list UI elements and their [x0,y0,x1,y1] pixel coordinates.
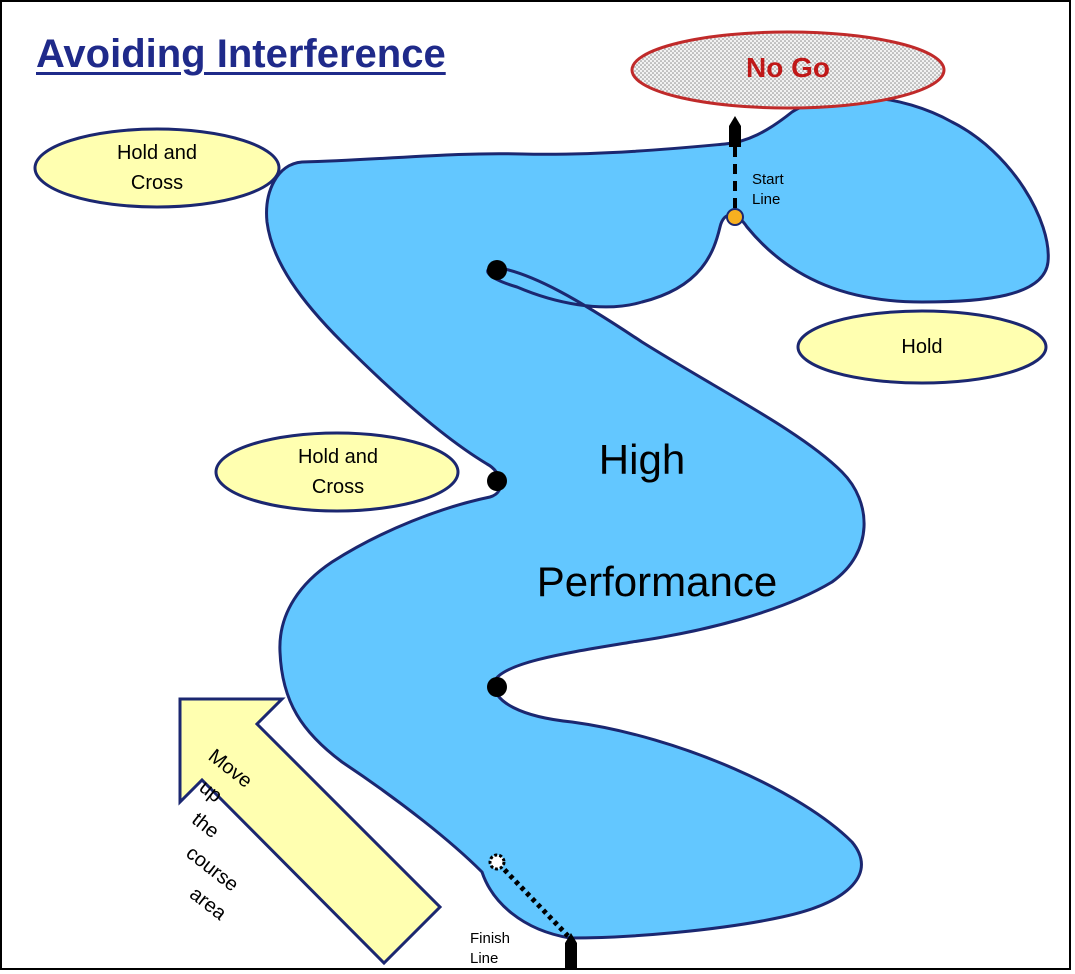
start-line-label: Start Line [752,170,784,210]
finish-boat-icon [565,933,577,968]
hold-and-cross-mid-line-2: Cross [311,476,365,498]
hold-zone [796,309,1048,385]
start-boat-icon [729,116,741,147]
course-mark-1 [487,260,507,280]
start-line-text-2: Line [752,191,781,208]
slide-title: Avoiding Interference [36,32,446,76]
hold-and-cross-top-line-1: Hold and [116,142,198,164]
finish-line-text-1: Finish [470,930,511,947]
hold-and-cross-mid-label: Hold and Cross [268,442,408,502]
no-go-zone [630,30,946,110]
performance-label: Performance [536,558,778,605]
course-mark-2 [487,471,507,491]
start-pin-mark [726,208,744,226]
hold-and-cross-zone-top [33,127,281,209]
move-up-arrow [178,697,443,966]
course-water-area [265,95,1050,940]
finish-pin-mark [488,853,506,871]
start-line-text-1: Start [752,171,784,188]
high-label: High [598,436,686,483]
course-mark-3 [487,677,507,697]
finish-line-dots [497,862,570,938]
finish-line-text-2: Line [470,950,499,967]
hold-and-cross-zone-mid [214,431,460,513]
finish-line-label: Finish Line [470,929,511,968]
hold-label: Hold [901,336,943,358]
hold-and-cross-top-label: Hold and Cross [87,138,227,198]
no-go-label: No Go [746,52,830,83]
hold-and-cross-mid-line-1: Hold and [297,446,379,468]
hold-and-cross-top-line-2: Cross [130,172,184,194]
